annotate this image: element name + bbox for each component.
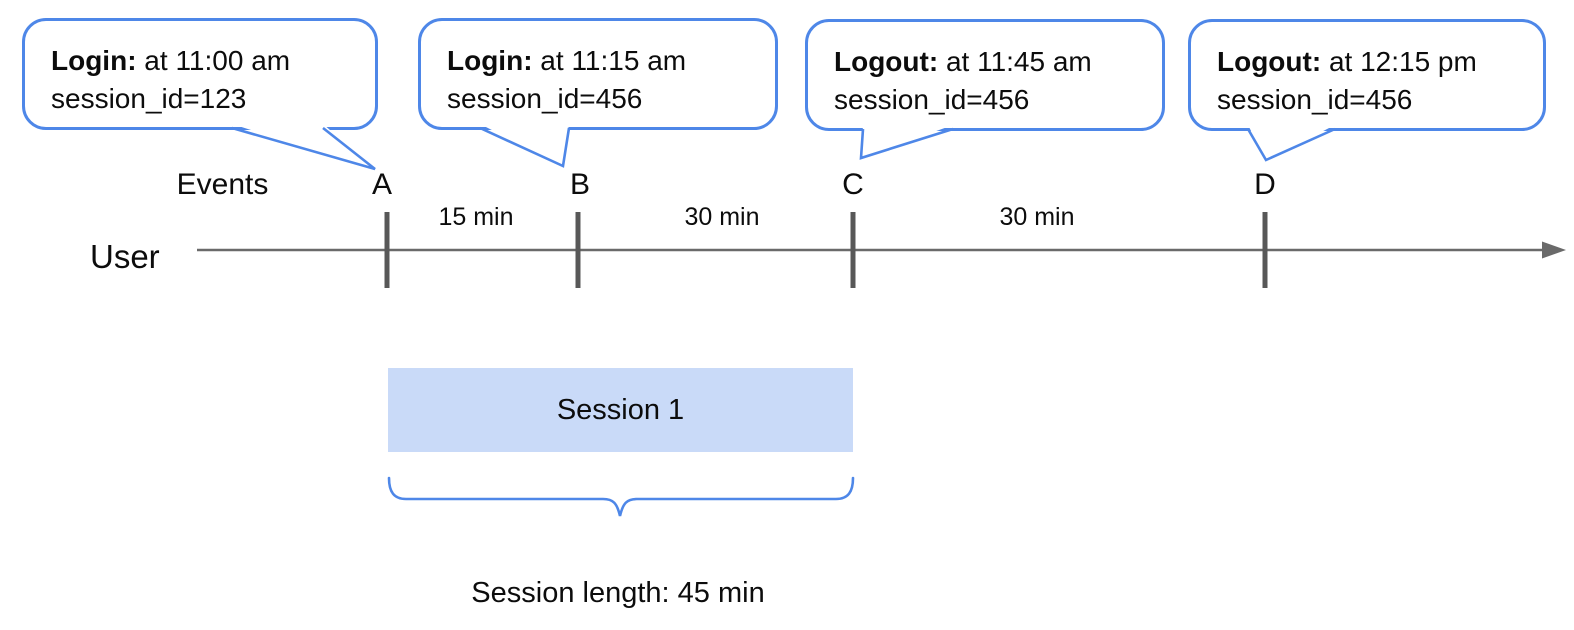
callout-line-1: Logout: at 12:15 pm [1217, 43, 1523, 81]
interval-a-b: 15 min [438, 203, 514, 231]
callout-line-1: Login: at 11:15 am [447, 42, 755, 80]
callout-line-2: session_id=123 [51, 83, 247, 114]
event-type-label: Logout: [1217, 46, 1322, 77]
event-time: at 11:00 am [136, 45, 291, 76]
callout-logout-d: Logout: at 12:15 pm session_id=456 [1188, 19, 1546, 131]
callout-logout-c: Logout: at 11:45 am session_id=456 [805, 19, 1165, 131]
callout-line-2: session_id=456 [447, 83, 643, 114]
session-length-label: Session length: 45 min [471, 577, 765, 609]
callout-tail-b [479, 124, 571, 168]
event-mark-c: C [842, 168, 864, 201]
event-time: at 11:45 am [938, 46, 1092, 77]
callout-line-2: session_id=456 [834, 84, 1030, 115]
event-mark-d: D [1254, 168, 1276, 201]
interval-b-c: 30 min [684, 203, 760, 231]
callout-tail-a [231, 124, 376, 171]
event-time: at 11:15 am [532, 45, 687, 76]
callout-line-1: Login: at 11:00 am [51, 42, 355, 80]
session-brace [387, 476, 855, 517]
session-bar-label: Session 1 [556, 394, 685, 426]
callout-line-1: Logout: at 11:45 am [834, 43, 1142, 81]
event-type-label: Login: [51, 45, 137, 76]
callout-login-a: Login: at 11:00 am session_id=123 [22, 18, 378, 130]
interval-c-d: 30 min [999, 203, 1075, 231]
events-axis-label: Events [176, 168, 269, 201]
event-mark-b: B [569, 168, 590, 201]
event-type-label: Login: [447, 45, 533, 76]
event-mark-a: A [371, 168, 392, 201]
event-type-label: Logout: [834, 46, 939, 77]
user-lane-label: User [90, 238, 160, 275]
callout-login-b: Login: at 11:15 am session_id=456 [418, 18, 778, 130]
event-time: at 12:15 pm [1321, 46, 1477, 77]
timeline-arrowhead-icon [1542, 241, 1566, 259]
callout-line-2: session_id=456 [1217, 84, 1413, 115]
